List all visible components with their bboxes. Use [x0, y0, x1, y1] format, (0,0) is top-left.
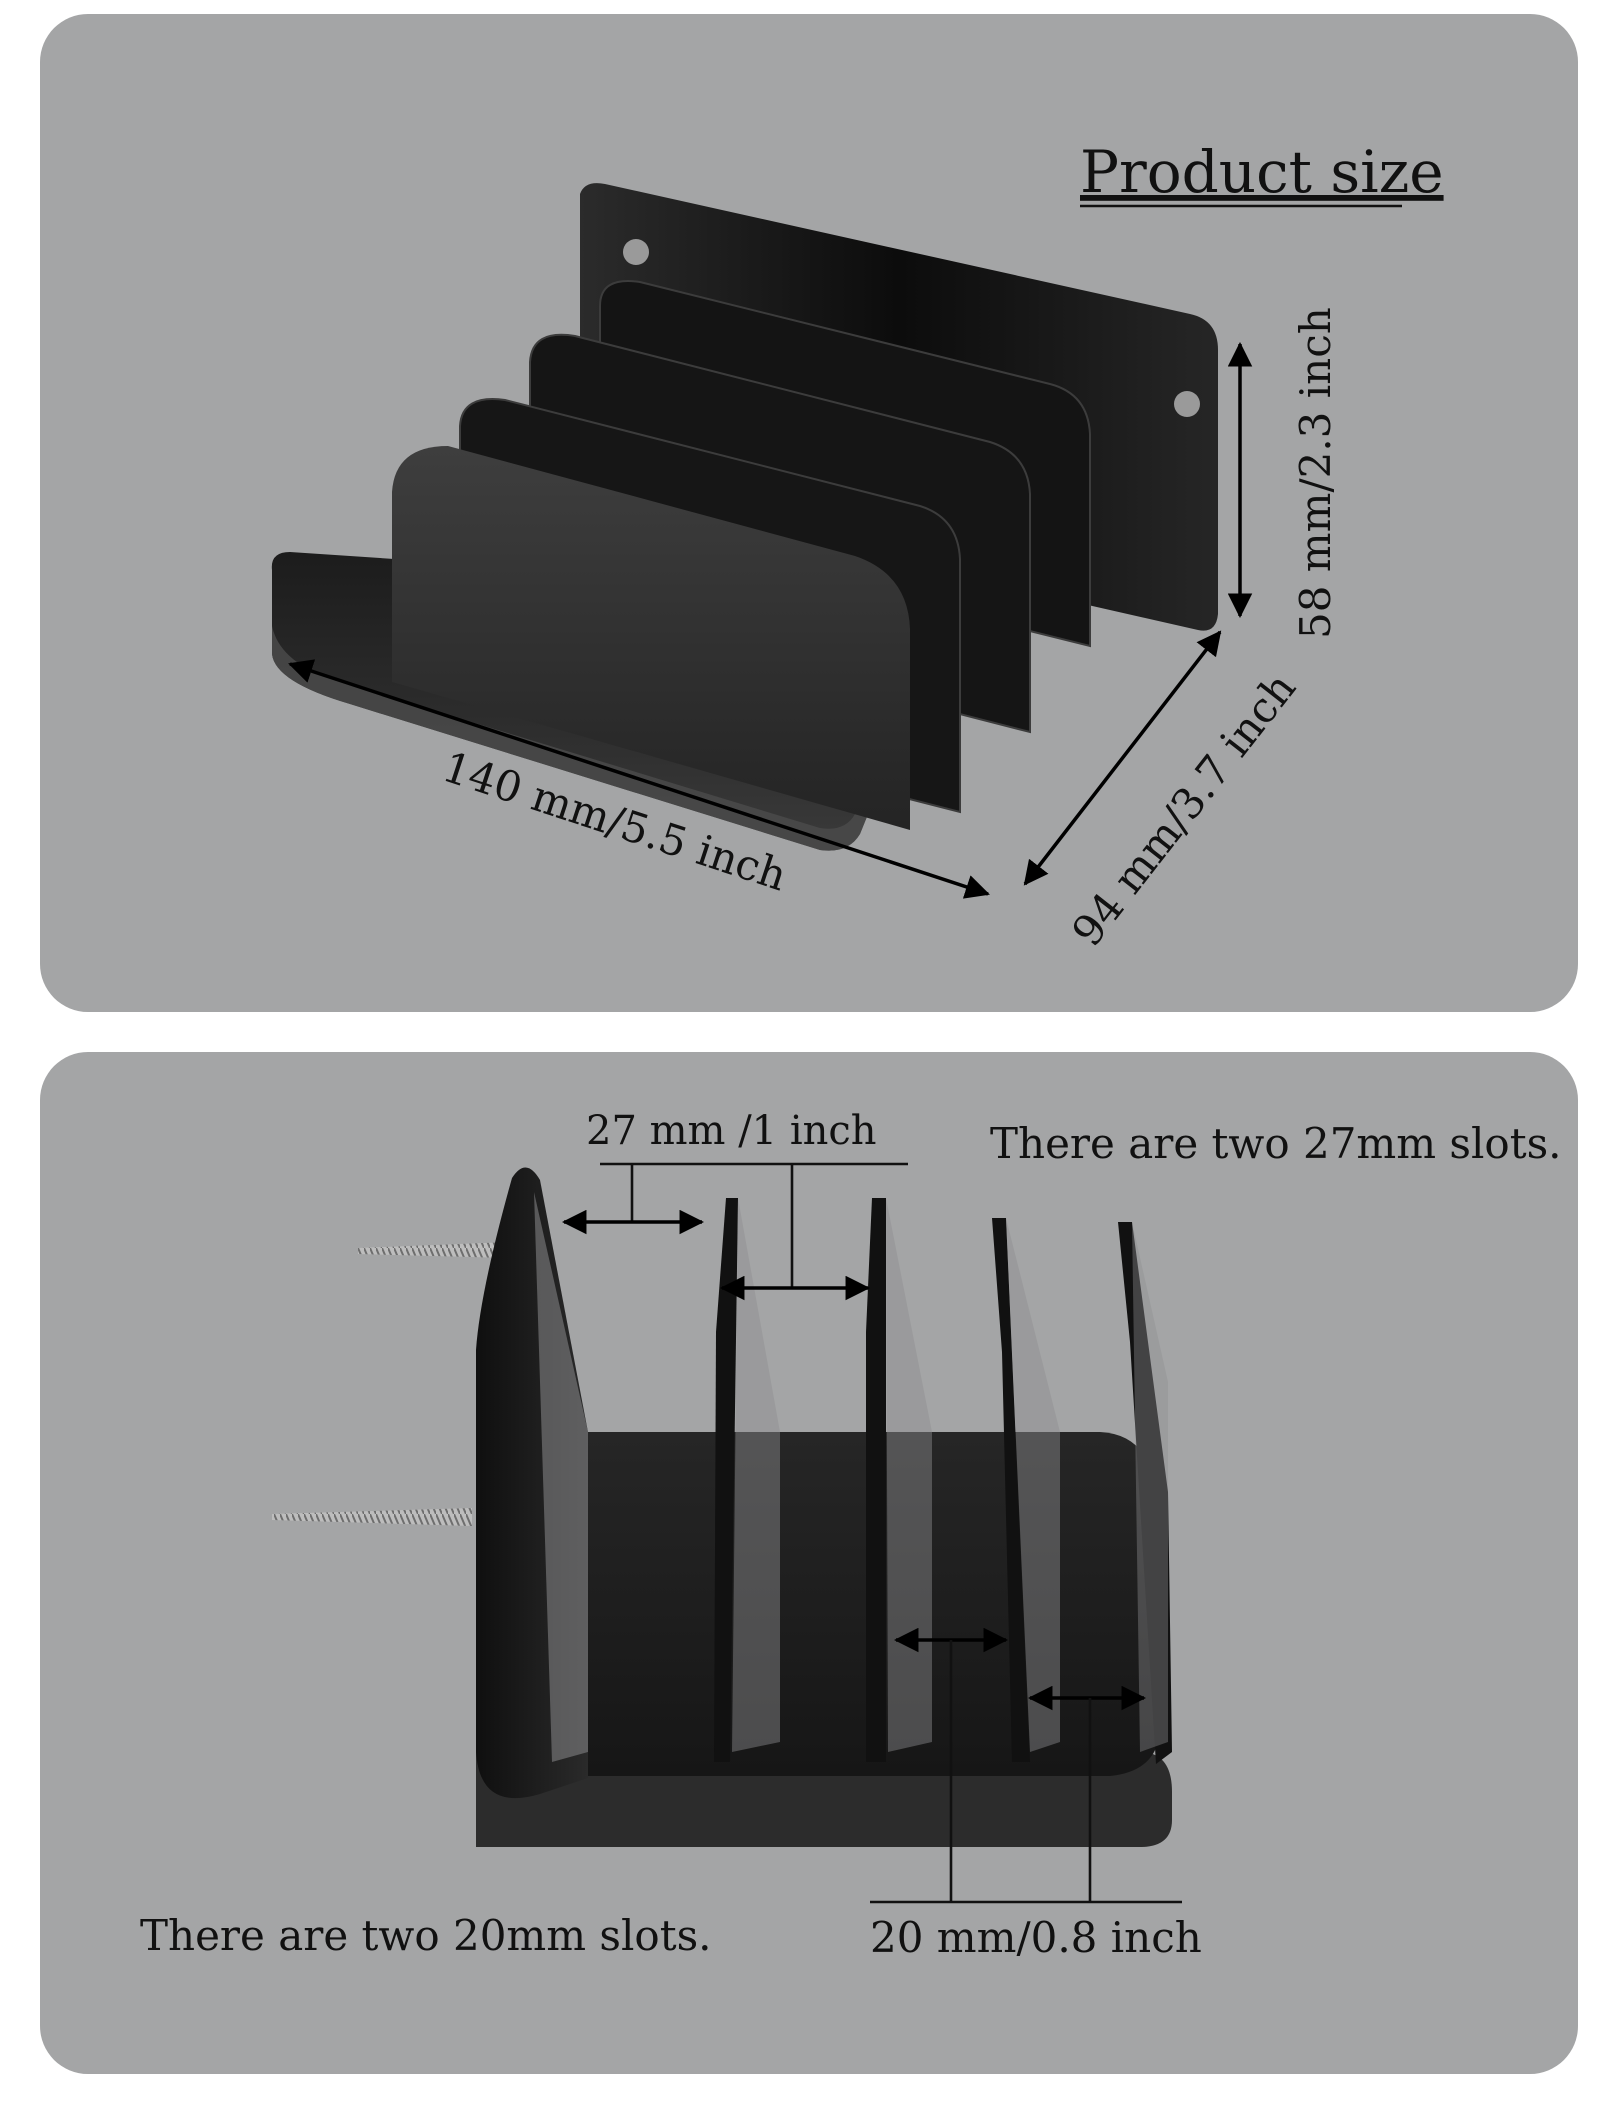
screw-icon [272, 1508, 472, 1526]
screw-head-icon [1174, 391, 1200, 417]
divider-d [1118, 1222, 1172, 1764]
organizer-product-side [476, 1167, 1172, 1847]
product-size-title: Product size [1080, 138, 1444, 206]
divider-c [992, 1218, 1030, 1762]
length-dimension-arrow [288, 659, 990, 899]
wide-slot-dimension-label: 27 mm /1 inch [586, 1108, 877, 1154]
divider-b [866, 1198, 886, 1762]
depth-dimension-label: 94 mm/3.7 inch [1062, 664, 1305, 956]
organizer-product-3d [271, 183, 1218, 851]
depth-dimension-arrow [1023, 630, 1222, 886]
wall-screws [272, 1242, 510, 1526]
narrow-slot-note: There are two 20mm slots. [140, 1911, 712, 1960]
product-size-panel: 140 mm/5.5 inch 94 mm/3.7 inch 58 mm/2.3… [40, 14, 1578, 1012]
product-size-diagram: 140 mm/5.5 inch 94 mm/3.7 inch 58 mm/2.3… [271, 138, 1444, 956]
slot-size-panel: 27 mm /1 inch There are two 27mm slots. … [40, 1052, 1578, 2074]
screw-head-icon [623, 239, 649, 265]
narrow-slot-dimension-label: 20 mm/0.8 inch [870, 1913, 1202, 1962]
slot-size-diagram: 27 mm /1 inch There are two 27mm slots. … [140, 1108, 1562, 1962]
screw-icon [358, 1242, 510, 1258]
divider-a [714, 1198, 738, 1762]
height-dimension-label: 58 mm/2.3 inch [1291, 307, 1340, 639]
wide-slot-note: There are two 27mm slots. [990, 1119, 1562, 1168]
